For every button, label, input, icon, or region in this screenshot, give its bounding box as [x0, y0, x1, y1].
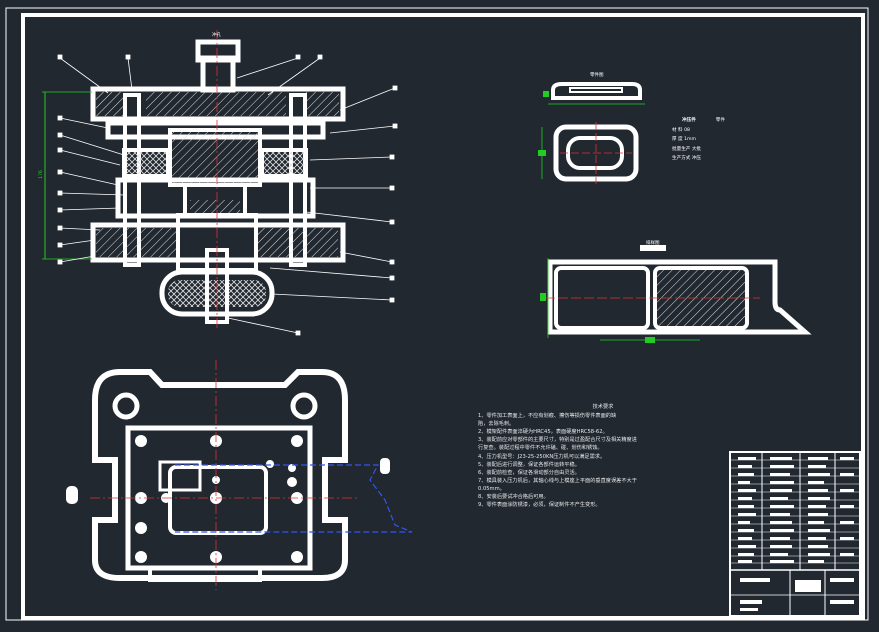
requirement-line: 5、装配后进行调整，保证各部件运转平稳。: [478, 461, 580, 468]
params-header-left: 冲压件: [682, 118, 696, 123]
params-row: 材 料 08: [672, 127, 690, 133]
params-row: 批量生产 大批: [672, 146, 702, 152]
requirement-line: 0.05mm。: [478, 485, 505, 492]
requirement-line: 陷，去除毛刺。: [478, 421, 515, 428]
requirement-line: 行复查。装配过程中零件不允许磕、碰、划伤和锈蚀。: [478, 445, 603, 452]
leader-lines: [57, 54, 398, 336]
part-drawing-title: 零件图: [590, 73, 604, 78]
technical-requirements: 技术要求 1、零件加工表面上，不应有划痕、擦伤等损伤零件表面的缺 陷，去除毛刺。…: [478, 403, 698, 509]
material-parameters: 冲压件 零件 材 料 08 厚 度 1mm 批量生产 大批 生产方式 冲压: [672, 116, 725, 164]
height-dimension: 176: [38, 170, 44, 179]
technical-requirements-title: 技术要求: [592, 404, 614, 410]
requirement-line: 1、零件加工表面上，不应有划痕、擦伤等损伤零件表面的缺: [478, 413, 617, 420]
strip-layout: [540, 245, 812, 343]
top-label: 冲孔: [212, 33, 221, 38]
die-assembly-section: [42, 30, 346, 330]
params-row: 厚 度 1mm: [672, 137, 696, 142]
requirement-line: 6、装配前检查，保证各滑动部分自由灵活。: [478, 469, 580, 476]
part-drawing: [538, 82, 645, 184]
strip-layout-title: 排样图: [646, 241, 660, 246]
requirement-line: 4、压力机型号：J23-25-250KN压力机可以满足需求。: [478, 453, 606, 460]
requirement-line: 7、模具装入压力机后，其轴心线与上模座上平面的垂直度误差不大于: [478, 477, 637, 484]
requirement-line: 2、模架配件表面淬硬为HRC45，表面硬度HRC58-62。: [478, 429, 608, 436]
inner-frame: [21, 13, 865, 620]
params-row: 生产方式 冲压: [672, 156, 702, 161]
params-header-right: 零件: [715, 118, 725, 123]
requirement-line: 9、零件表面涂防锈漆，必须，保证制件不产生变形。: [478, 502, 601, 509]
requirement-line: 8、安装后要试冲合格后可用。: [478, 494, 549, 501]
title-block: [729, 451, 861, 617]
lower-die-plan-view: [66, 360, 413, 590]
requirement-line: 3、装配前应对零部件的主要尺寸，特别是过盈配合尺寸及相关精度进: [478, 437, 637, 444]
